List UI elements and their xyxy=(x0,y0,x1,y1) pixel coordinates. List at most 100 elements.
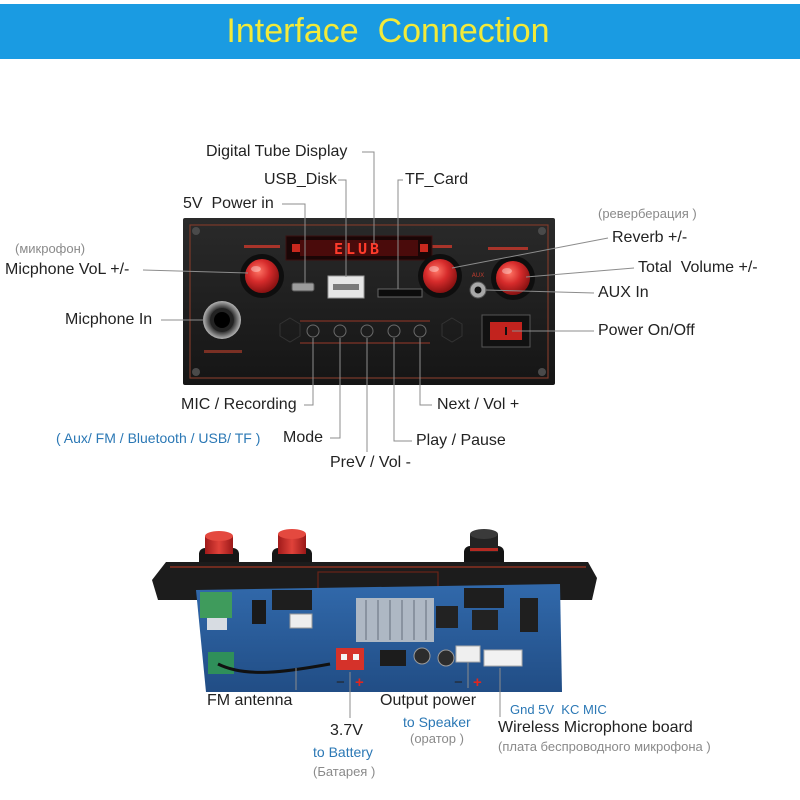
leader-line-mic-recording xyxy=(304,338,314,406)
label-fm-antenna: FM antenna xyxy=(207,692,293,709)
knob-cap xyxy=(245,259,279,293)
jack-hole xyxy=(214,312,230,328)
leader-line-mode xyxy=(330,338,341,439)
mic-jack xyxy=(203,301,241,339)
aux-jack xyxy=(469,281,487,299)
heatsink xyxy=(356,598,434,642)
label-reverb-note: (реверберация ) xyxy=(598,206,697,221)
label-mode-note: ( Aux/ FM / Bluetooth / USB/ TF ) xyxy=(56,430,261,446)
display-segment xyxy=(420,244,428,252)
panel-marking xyxy=(204,350,242,353)
knob-cap xyxy=(470,534,498,552)
label-total-volume: Total Volume +/- xyxy=(638,259,758,276)
speaker-minus-mark: − xyxy=(454,674,463,691)
leader-line-tf xyxy=(397,179,403,289)
hexagon-decoration xyxy=(441,317,463,343)
page-title: Interface Connection xyxy=(226,12,550,50)
label-aux-in: AUX In xyxy=(598,284,649,301)
panel-marking xyxy=(418,245,452,248)
label-battery-note: (Батарея ) xyxy=(313,764,376,779)
display-segment xyxy=(292,244,300,252)
speaker-connector xyxy=(455,645,481,663)
header-bar: Interface Connection xyxy=(0,4,800,59)
leader-line-reverb xyxy=(451,237,609,269)
panel-marking xyxy=(244,245,280,248)
label-speaker-note: (оратор ) xyxy=(410,731,464,746)
play-pause-button xyxy=(387,324,401,338)
label-power-in: 5V Power in xyxy=(183,195,274,212)
usb-tongue xyxy=(333,284,359,290)
mounting-hole xyxy=(538,227,546,235)
speaker-plus-mark: + xyxy=(473,674,482,691)
knob-cap-top xyxy=(278,529,306,539)
battery-minus-mark: − xyxy=(336,674,345,691)
panel-marking xyxy=(300,342,430,344)
prev-button xyxy=(360,324,374,338)
chip xyxy=(252,600,266,624)
leader-line-total-volume xyxy=(525,267,635,278)
label-battery-voltage: 3.7V xyxy=(330,722,363,739)
battery-plus-mark: + xyxy=(355,674,364,691)
mic-volume-knob xyxy=(240,254,284,298)
label-wireless-mic: Wireless Microphone board xyxy=(498,719,693,736)
capacitor xyxy=(413,647,431,665)
knob-cap-top xyxy=(470,529,498,539)
label-mode: Mode xyxy=(283,429,324,446)
label-prev-vol: PreV / Vol - xyxy=(330,454,411,471)
terminal-label xyxy=(207,618,227,630)
leader-lines-bottom xyxy=(295,662,501,718)
knob-cap xyxy=(423,259,457,293)
label-speaker-target: to Speaker xyxy=(403,714,471,730)
panel-border-line xyxy=(189,224,549,379)
connector-pin xyxy=(353,654,359,660)
leader-line-aux xyxy=(485,289,595,294)
mounting-hole xyxy=(538,368,546,376)
tf-card-slot xyxy=(377,288,423,298)
terminal-block xyxy=(200,592,232,618)
chip xyxy=(436,606,458,628)
leader-line-mic-volume xyxy=(142,269,249,274)
panel-marking xyxy=(488,247,528,250)
total-volume-knob xyxy=(491,256,535,300)
capacitor xyxy=(437,649,455,667)
leader-line-usb xyxy=(338,179,347,277)
label-reverb: Reverb +/- xyxy=(612,229,688,246)
label-mic-note: (микрофон) xyxy=(15,241,86,256)
label-usb-disk: USB_Disk xyxy=(264,171,337,188)
mic-connector xyxy=(483,649,523,667)
battery-connector xyxy=(336,648,364,670)
knob-highlight xyxy=(251,266,261,272)
next-button xyxy=(413,324,427,338)
label-next-vol: Next / Vol + xyxy=(437,396,520,413)
heatsink-fins xyxy=(365,600,427,640)
chip xyxy=(380,650,406,666)
label-mic-volume: Micphone VoL +/- xyxy=(5,261,130,278)
label-mic-recording: MIC / Recording xyxy=(181,396,297,413)
leader-line-play-pause xyxy=(393,338,412,442)
mounting-hole xyxy=(192,227,200,235)
chip xyxy=(472,610,498,630)
small-connector xyxy=(289,613,313,629)
leader-line-power-in xyxy=(282,203,306,284)
mounting-hole xyxy=(192,368,200,376)
knob-cap xyxy=(278,534,306,554)
leader-line-display xyxy=(362,151,375,244)
potentiometer-body xyxy=(272,590,312,610)
label-wireless-mic-note: (плата беспроводного микрофона ) xyxy=(498,739,711,754)
leader-lines-top xyxy=(142,151,635,452)
label-battery-target: to Battery xyxy=(313,744,373,760)
label-output-power: Output power xyxy=(380,692,477,709)
aux-panel-mark: AUX xyxy=(472,272,485,279)
panel-marking xyxy=(300,320,430,322)
micro-usb-port xyxy=(291,282,315,292)
connector-pin xyxy=(341,654,347,660)
potentiometer-body xyxy=(464,588,504,608)
aux-hole xyxy=(474,286,482,294)
reverb-knob xyxy=(418,254,462,298)
label-digital-tube-display: Digital Tube Display xyxy=(206,143,348,160)
knob-cap-top xyxy=(205,531,233,541)
antenna-wire xyxy=(217,662,331,674)
leader-line-next xyxy=(419,338,432,406)
mic-recording-button xyxy=(306,324,320,338)
